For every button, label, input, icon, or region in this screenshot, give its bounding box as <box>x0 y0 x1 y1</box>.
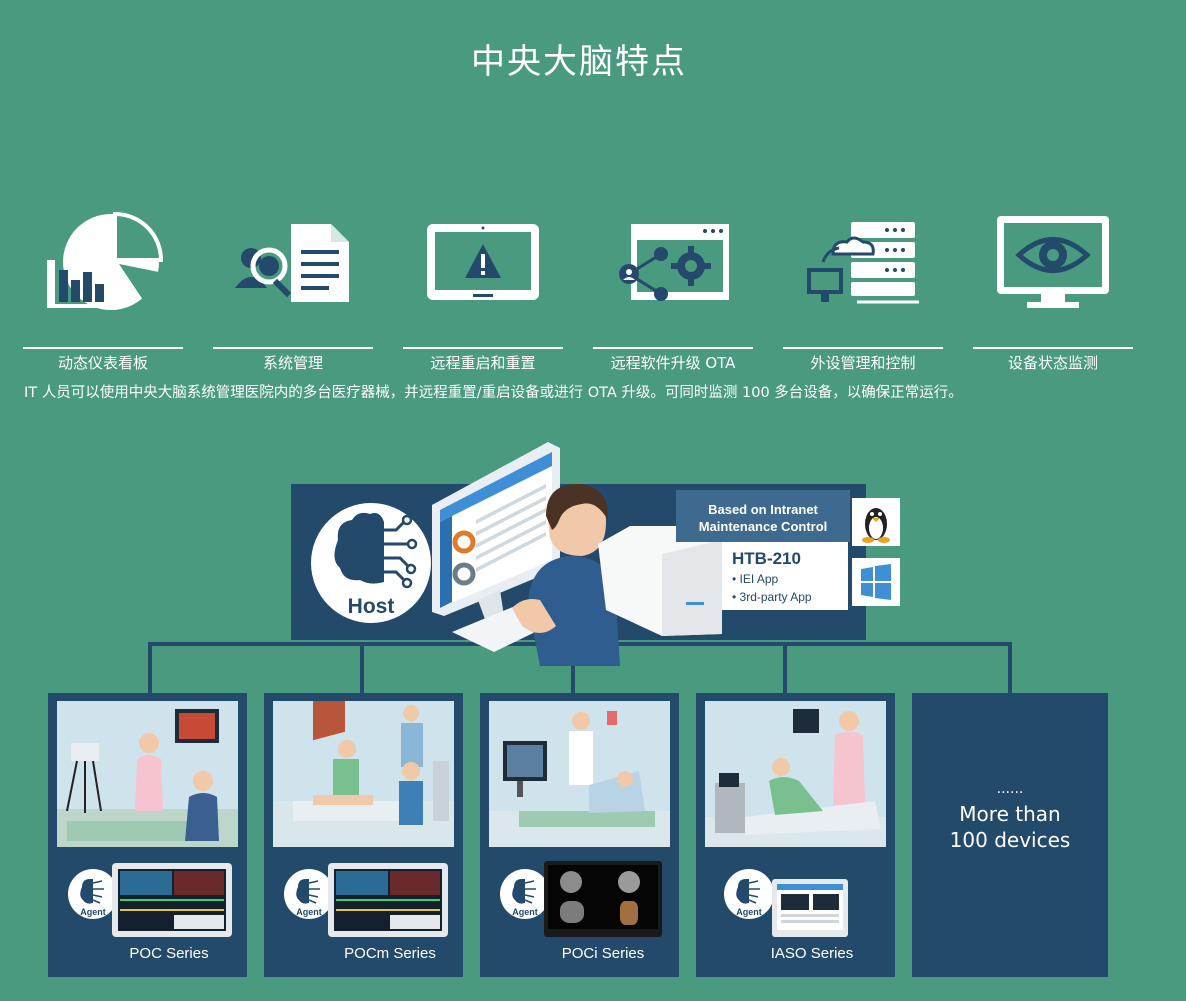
device-name: POC Series <box>129 945 209 962</box>
device-box-iaso: Agent IASO Series <box>696 693 895 977</box>
feature-divider <box>973 347 1133 349</box>
window-gear-icon <box>619 224 729 301</box>
feature-peripheral-management: 外设管理和控制 <box>783 210 943 372</box>
intranet-title-line2: Maintenance Control <box>699 519 828 534</box>
feature-divider <box>23 347 183 349</box>
bedside-scene-illustration <box>705 701 886 847</box>
patient-room-scene-illustration <box>489 701 670 847</box>
server-cloud-icon <box>807 222 919 304</box>
more-line1: More than <box>959 802 1061 826</box>
feature-divider <box>593 347 753 349</box>
htb-label-box <box>722 542 848 610</box>
more-line2: 100 devices <box>949 828 1071 852</box>
poc-device-image <box>112 863 232 937</box>
feature-ota: 远程软件升级 OTA <box>593 210 753 372</box>
feature-system-management: 系统管理 <box>213 210 373 372</box>
brain-agent-icon <box>296 879 320 904</box>
intranet-label-box <box>676 490 850 542</box>
device-name: IASO Series <box>770 945 854 962</box>
linux-tux-glyph <box>862 508 890 543</box>
feature-label: 设备状态监测 <box>1007 354 1098 372</box>
operator-figure <box>512 484 620 666</box>
device-box-poc: Agent POC Series <box>48 693 247 977</box>
agent-label: Agent <box>296 907 322 917</box>
brain-agent-icon <box>736 879 760 904</box>
feature-divider <box>783 347 943 349</box>
feature-label: 远程软件升级 OTA <box>610 354 736 372</box>
description-text: IT 人员可以使用中央大脑系统管理医院内的多台医疗器械，并远程重置/重启设备或进… <box>24 385 963 401</box>
host-label: Host <box>348 595 395 618</box>
agent-badge <box>724 869 774 919</box>
device-name: POCm Series <box>344 945 436 962</box>
device-box-pocm: Agent POCm Series <box>264 693 463 977</box>
device-box-poci: Agent POCi Series <box>480 693 679 977</box>
feature-device-monitoring: 设备状态监测 <box>973 210 1133 372</box>
operating-room-scene-illustration <box>273 701 454 847</box>
feature-divider <box>403 347 563 349</box>
feature-divider <box>213 347 373 349</box>
device-name: POCi Series <box>561 945 645 962</box>
host-monitor <box>432 442 560 652</box>
feature-label: 系统管理 <box>262 354 323 372</box>
agent-label: Agent <box>512 907 538 917</box>
pocm-device-image <box>328 863 448 937</box>
windows-icon <box>852 558 900 606</box>
clinic-scene-illustration <box>57 701 238 847</box>
agent-label: Agent <box>80 907 106 917</box>
more-devices-box: ...... More than 100 devices <box>912 693 1108 977</box>
pie-bar-chart-icon <box>47 211 164 310</box>
iaso-device-image <box>772 879 848 937</box>
user-document-icon <box>235 224 349 302</box>
feature-remote-restart: 远程重启和重置 <box>403 210 563 372</box>
feature-label: 外设管理和控制 <box>810 354 916 372</box>
poci-device-image <box>544 861 662 937</box>
agent-badge <box>284 869 334 919</box>
intranet-title-line1: Based on Intranet <box>708 502 818 517</box>
feature-dashboard: 动态仪表看板 <box>23 210 183 372</box>
monitor-warning-icon <box>427 224 539 300</box>
page-title: 中央大脑特点 <box>471 42 687 82</box>
agent-label: Agent <box>736 907 762 917</box>
monitor-eye-icon <box>997 216 1109 308</box>
htb-app-2: • 3rd-party App <box>732 590 812 604</box>
agent-badge <box>500 869 550 919</box>
agent-badge <box>68 869 118 919</box>
host-badge <box>311 503 431 623</box>
htb-model: HTB-210 <box>732 549 801 568</box>
brain-agent-icon <box>80 879 104 904</box>
brain-agent-icon <box>512 879 536 904</box>
feature-label: 远程重启和重置 <box>430 354 536 372</box>
htb-app-1: • IEI App <box>732 572 779 586</box>
feature-label: 动态仪表看板 <box>57 354 148 372</box>
windows-glyph <box>861 564 891 600</box>
htb-210-box <box>598 526 722 636</box>
more-dots: ...... <box>996 781 1024 797</box>
